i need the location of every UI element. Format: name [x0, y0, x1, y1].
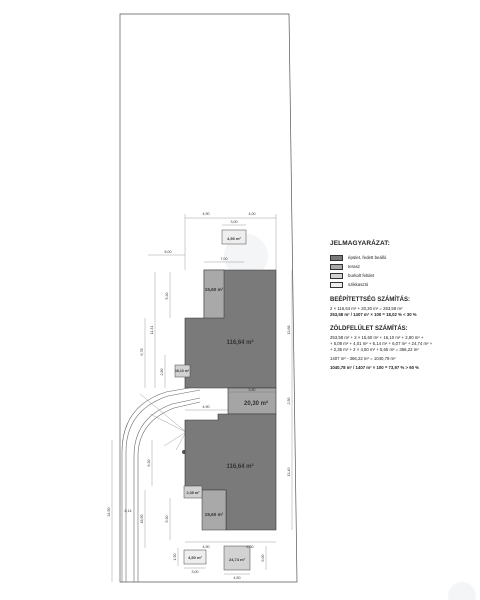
- dim-conn-5-80: 5,80: [249, 388, 256, 392]
- dimension-lines: [111, 214, 293, 582]
- dim-v-6-78: 6,78: [140, 349, 144, 356]
- legend-label-building: épület, fedett beálló: [348, 255, 387, 260]
- zoldfelulet-line-2: + 5,08 m² + 4,01 m² + 6,14 m² + 6,07 m² …: [330, 341, 433, 346]
- dim-v-11-31: 11,31: [150, 326, 154, 335]
- watermark-seal: [224, 234, 268, 278]
- dim-top-4-90: 4,90: [203, 212, 210, 216]
- pad-top: [221, 229, 247, 245]
- dim-v-5-30b: 5,30: [165, 516, 169, 523]
- dim-v-2-50: 2,50: [287, 398, 291, 405]
- legend-item-paved: burkolt felület: [330, 271, 475, 280]
- dim-b-6-00: 6,00: [247, 545, 254, 549]
- dim-b-1-50: 1,50: [173, 554, 177, 561]
- dim-b-8-14: 8,14: [125, 509, 132, 513]
- patio-small: [174, 364, 191, 378]
- building-bottom: [184, 413, 277, 531]
- dim-v-18-50: 18,50: [140, 515, 144, 524]
- dim-v-5-30: 5,30: [165, 293, 169, 300]
- dim-b-4-90: 4,90: [203, 545, 210, 549]
- dim-top-3-00: 3,00: [231, 220, 238, 224]
- terrace-bottom: [201, 489, 227, 531]
- area-terrace-top: 15,60 m²: [205, 287, 224, 292]
- legend-label-paved: burkolt felület: [348, 273, 375, 278]
- dim-mid-7-00: 7,00: [221, 257, 228, 261]
- legend-panel: JELMAGYARÁZAT: épület, fedett beálló ter…: [330, 240, 475, 371]
- area-connector: 20,30 m²: [244, 400, 268, 407]
- radius-lines: [139, 393, 187, 451]
- swatch-building: [330, 254, 343, 261]
- dim-top-4-00: 4,00: [249, 212, 256, 216]
- dim-v-6-30: 6,30: [147, 460, 151, 467]
- zoldfelulet-line-5: 1040,78 m² / 1407 m² × 100 = 73,97 % > 6…: [330, 365, 419, 370]
- beepitettseg-line-2: 253,58 m² / 1407 m² × 100 = 18,02 % < 30…: [330, 312, 417, 317]
- swatch-soakaway: [330, 281, 343, 288]
- beepitettseg-line-1: 2 × 116,64 m² + 20,30 m² = 253,58 m²: [330, 306, 403, 311]
- legend-item-building: épület, fedett beálló: [330, 253, 475, 262]
- zoldfelulet-line-4: 1407 m² - 366,22 m² = 1040,78 m²: [330, 356, 396, 361]
- area-patio-small: 16,10 m²: [175, 369, 190, 373]
- legend-label-soakaway: szikkasztó: [348, 282, 369, 287]
- swatch-terrace: [330, 263, 343, 270]
- watermark-seal-bottom: [448, 582, 476, 600]
- dim-v-13-68: 13,68: [287, 326, 291, 335]
- beepitettseg-title: BEÉPÍTETTSÉG SZÁMÍTÁS:: [330, 297, 411, 303]
- plot-boundary: [119, 13, 298, 583]
- dim-b-6-00r: 6,00: [261, 555, 265, 562]
- area-patio-bottom: 2,35 m²: [186, 491, 200, 495]
- dim-b-3-00: 3,00: [192, 570, 199, 574]
- swatch-paved: [330, 272, 343, 279]
- connector: [227, 387, 277, 415]
- dim-v-34-50: 34,50: [107, 508, 111, 517]
- legend-item-terrace: terasz: [330, 262, 475, 271]
- dim-v-13-40: 13,40: [287, 468, 291, 477]
- legend-title: JELMAGYARÁZAT:: [330, 240, 390, 247]
- dim-left-6-00: 6,00: [165, 250, 172, 254]
- pad-bottom: [183, 549, 207, 565]
- terrace-top: [203, 269, 225, 319]
- parking-area: [223, 545, 251, 571]
- dim-conn-4-90: 4,90: [203, 405, 210, 409]
- dim-b-4-50: 4,50: [234, 576, 241, 580]
- area-pad-top: 4,50 m²: [227, 236, 241, 241]
- dim-v-2-80: 2,80: [160, 369, 164, 376]
- area-pad-bottom: 4,50 m²: [188, 555, 202, 560]
- legend-label-terrace: terasz: [348, 264, 360, 269]
- area-terrace-bottom: 15,60 m²: [205, 512, 224, 517]
- zoldfelulet-title: ZÖLDFELÜLET SZÁMÍTÁS:: [330, 326, 408, 332]
- zoldfelulet-line-1: 253,58 m² + 2 × 15,60 m² + 16,10 m² + 2,…: [330, 335, 424, 340]
- building-top: [184, 269, 277, 389]
- area-building-top: 116,64 m²: [226, 339, 253, 346]
- zoldfelulet-line-3: + 2,35 m² + 2 × 4,50 m² + 5,65 m² = 366,…: [330, 347, 419, 352]
- area-building-bottom: 116,64 m²: [226, 463, 253, 470]
- area-parking: 24,74 m²: [229, 557, 246, 562]
- legend-item-soakaway: szikkasztó: [330, 280, 475, 289]
- patio-bottom: [183, 485, 203, 499]
- curved-driveway: [121, 385, 201, 582]
